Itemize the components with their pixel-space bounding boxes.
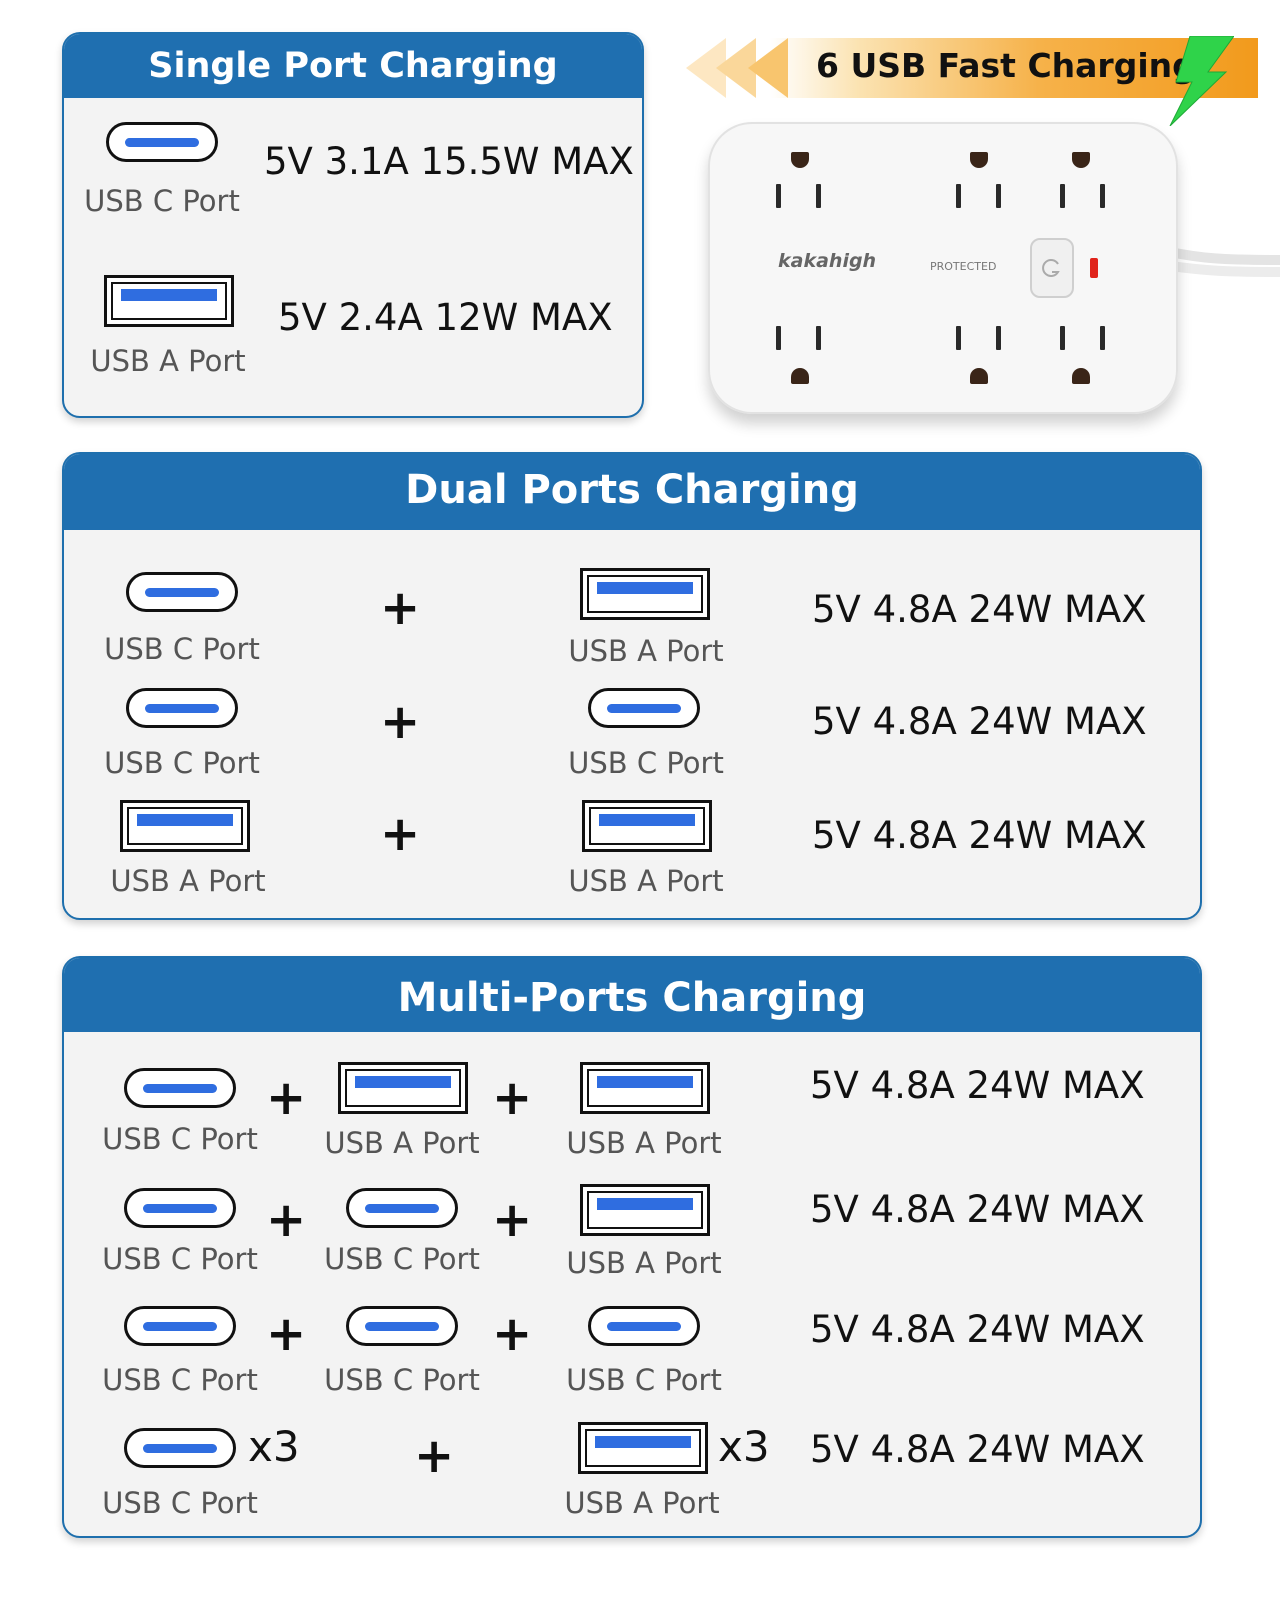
usb-c-port-icon [124,1188,236,1228]
outlet-slot [1100,184,1105,208]
multi-row1-a-label: USB C Port [102,1122,258,1156]
banner-text: 6 USB Fast Charging [816,46,1196,85]
multi-row4-spec: 5V 4.8A 24W MAX [810,1428,1145,1471]
usb-c-multiplier: x3 [248,1422,300,1471]
power-switch-button[interactable] [1030,238,1074,298]
dual-row1-right-label: USB A Port [568,634,724,668]
outlet-ground [970,152,988,168]
plus-sign: + [380,580,421,636]
protected-label: PROTECTED [930,260,997,273]
outlet-slot [816,184,821,208]
multi-ports-title: Multi-Ports Charging [64,958,1200,1032]
outlet-slot [1060,184,1065,208]
usb-c-port-icon [124,1068,236,1108]
outlet-slot [996,326,1001,350]
dual-row1-left-label: USB C Port [104,632,260,666]
multi-row4-right-label: USB A Port [564,1486,720,1520]
outlet-ground [791,368,809,384]
plus-sign: + [266,1306,307,1362]
usb-a-port-icon [580,568,710,620]
usb-c-port-icon [346,1306,458,1346]
multi-row4-left-label: USB C Port [102,1486,258,1520]
multi-row2-spec: 5V 4.8A 24W MAX [810,1188,1145,1231]
plus-sign: + [266,1192,307,1248]
power-indicator-light [1090,258,1098,278]
usb-c-port-icon [588,1306,700,1346]
power-strip-body: kakahigh PROTECTED [708,122,1178,414]
dual-row3-right-label: USB A Port [568,864,724,898]
outlet-slot [956,326,961,350]
usb-a-spec: 5V 2.4A 12W MAX [278,296,613,339]
multi-row1-spec: 5V 4.8A 24W MAX [810,1064,1145,1107]
banner-bar [770,38,1258,98]
outlet-slot [776,184,781,208]
outlet-slot [776,326,781,350]
multi-row2-a-label: USB C Port [102,1242,258,1276]
outlet-ground [970,368,988,384]
outlet-slot [816,326,821,350]
usb-a-port-icon [580,1184,710,1236]
multi-row3-b-label: USB C Port [324,1363,480,1397]
outlet-ground [1072,152,1090,168]
usb-c-port-icon [124,1306,236,1346]
plus-sign: + [380,694,421,750]
usb-a-port-icon [580,1062,710,1114]
power-icon [1042,259,1060,277]
single-port-panel: Single Port Charging USB C Port 5V 3.1A … [62,32,644,418]
usb-c-port-icon [126,688,238,728]
usb-a-port-icon [338,1062,468,1114]
usb-c-port-icon [124,1428,236,1468]
dual-row2-right-label: USB C Port [568,746,724,780]
outlet-slot [996,184,1001,208]
dual-row2-spec: 5V 4.8A 24W MAX [812,700,1147,743]
outlet-slot [1060,326,1065,350]
plus-sign: + [414,1428,455,1484]
usb-a-port-icon [578,1422,708,1474]
usb-a-port-icon [120,800,250,852]
usb-c-port-icon [346,1188,458,1228]
usb-a-port-icon [582,800,712,852]
outlet-ground [791,152,809,168]
usb-c-port-label: USB C Port [84,184,240,218]
multi-row3-c-label: USB C Port [566,1363,722,1397]
multi-row1-b-label: USB A Port [324,1126,480,1160]
usb-c-spec: 5V 3.1A 15.5W MAX [264,140,634,183]
multi-row3-spec: 5V 4.8A 24W MAX [810,1308,1145,1351]
dual-row1-spec: 5V 4.8A 24W MAX [812,588,1147,631]
usb-c-port-icon [106,122,218,162]
lightning-bolt-icon [1169,36,1234,126]
plus-sign: + [492,1192,533,1248]
multi-row2-c-label: USB A Port [566,1246,722,1280]
usb-a-multiplier: x3 [718,1422,770,1471]
usb-a-port-icon [104,275,234,327]
multi-row1-c-label: USB A Port [566,1126,722,1160]
dual-row3-spec: 5V 4.8A 24W MAX [812,814,1147,857]
outlet-slot [1100,326,1105,350]
multi-row2-b-label: USB C Port [324,1242,480,1276]
multi-row3-a-label: USB C Port [102,1363,258,1397]
dual-row3-left-label: USB A Port [110,864,266,898]
outlet-slot [956,184,961,208]
single-port-title: Single Port Charging [64,34,642,98]
plus-sign: + [380,806,421,862]
usb-c-port-icon [126,572,238,612]
brand-logo: kakahigh [778,250,877,272]
usb-a-port-label: USB A Port [90,344,246,378]
outlet-ground [1072,368,1090,384]
usb-c-port-icon [588,688,700,728]
plus-sign: + [492,1306,533,1362]
plus-sign: + [492,1070,533,1126]
multi-ports-panel: Multi-Ports Charging USB C Port + USB A … [62,956,1202,1538]
plus-sign: + [266,1070,307,1126]
power-cord [1170,247,1280,277]
chevron-icon [748,38,788,98]
dual-ports-title: Dual Ports Charging [64,454,1200,530]
dual-ports-panel: Dual Ports Charging USB C Port + USB A P… [62,452,1202,920]
dual-row2-left-label: USB C Port [104,746,260,780]
